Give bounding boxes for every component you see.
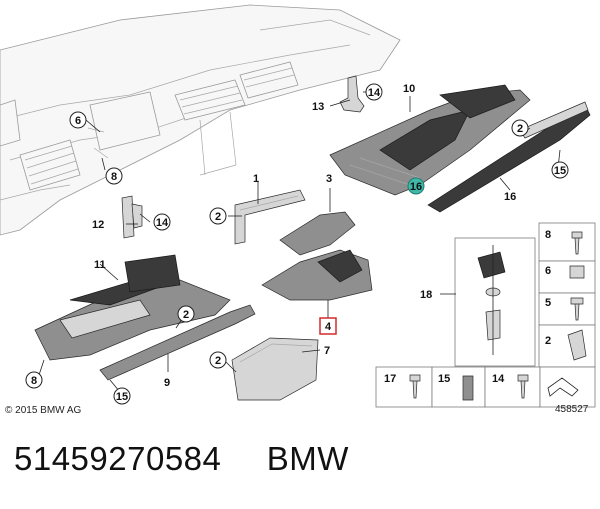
dashboard-ghost (0, 4, 401, 236)
image-number: 458527 (555, 404, 589, 415)
callout-circle-8 (105, 167, 123, 185)
callout-circle-14a (365, 83, 383, 101)
fastener-grid (375, 222, 596, 408)
grid-label-8: 8 (545, 229, 551, 241)
dash-clips (87, 127, 109, 159)
callout-11: 11 (94, 259, 106, 271)
footer-caption: 51459270584 BMW (14, 440, 349, 478)
grid-label-5: 5 (545, 297, 551, 309)
callout-2c: 2 (183, 309, 189, 321)
copyright-text: © 2015 BMW AG (5, 405, 82, 416)
brand-name: BMW (266, 440, 349, 477)
callout-16: 16 (504, 191, 516, 203)
grid-label-17: 17 (384, 373, 396, 385)
callout-4: 4 (325, 321, 332, 333)
grid-label-6: 6 (545, 265, 551, 277)
callout-circle-2c (177, 305, 195, 323)
part-3-4-column-trim (261, 211, 373, 301)
callout-circle-16-highlight (407, 177, 425, 195)
callout-13: 13 (312, 101, 324, 113)
callout-14a: 14 (368, 87, 381, 99)
callout-box-4 (319, 317, 337, 335)
callout-circle-2a (511, 119, 529, 137)
grid-label-14: 14 (492, 373, 505, 385)
part-1-bracket (234, 189, 306, 245)
callout-10: 10 (403, 83, 415, 95)
part-11-lower-panel (34, 254, 231, 361)
part-9-trim-strip (99, 304, 256, 381)
callout-8a: 8 (111, 171, 117, 183)
callout-1: 1 (253, 173, 259, 185)
callout-circle-8b (25, 371, 43, 389)
callout-12: 12 (92, 219, 104, 231)
callouts: 6 8 13 14 10 2 15 16 16 1 2 3 4 12 14 11… (25, 83, 569, 405)
part-10-console-trim (329, 84, 531, 196)
part-number: 51459270584 (14, 440, 222, 477)
part-13-bracket (339, 75, 365, 113)
grid-label-15: 15 (438, 373, 450, 385)
callout-3: 3 (326, 173, 332, 185)
part-7-glovebox (231, 337, 319, 401)
callout-circle-15a (551, 161, 569, 179)
callout-15a: 15 (554, 165, 566, 177)
callout-16-highlight: 16 (410, 181, 422, 193)
part-18-fastener-stack (454, 237, 536, 367)
callout-6: 6 (75, 115, 81, 127)
callout-7: 7 (324, 345, 330, 357)
callout-9: 9 (164, 377, 170, 389)
grid-label-2: 2 (545, 335, 551, 347)
callout-2b: 2 (215, 211, 221, 223)
callout-18: 18 (420, 289, 432, 301)
part-12-bracket (121, 195, 143, 239)
callout-circle-15b (113, 387, 131, 405)
callout-2a: 2 (517, 123, 523, 135)
callout-2d: 2 (215, 355, 221, 367)
callout-circle-2d (209, 351, 227, 369)
callout-14b: 14 (156, 217, 169, 229)
callout-circle-2b (209, 207, 227, 225)
callout-circle-6 (69, 111, 87, 129)
callout-circle-14b (153, 213, 171, 231)
part-16-trim-strip (427, 101, 591, 213)
callout-8b: 8 (31, 375, 37, 387)
callout-15b: 15 (116, 391, 128, 403)
